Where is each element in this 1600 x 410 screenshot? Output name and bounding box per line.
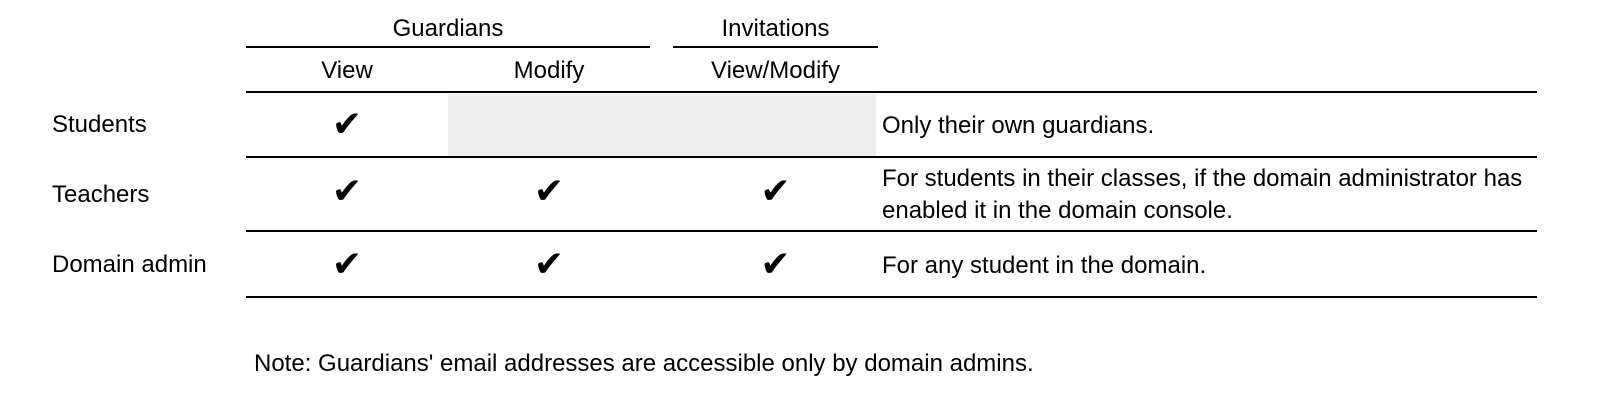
row-label-domain-admin: Domain admin [52,251,207,278]
checkmark-icon: ✔ [331,244,363,285]
table-rule-top [246,91,1537,94]
table-rule-after-students [246,156,1537,159]
checkmark-icon: ✔ [533,244,565,285]
table-rule-after-teachers [246,230,1537,233]
row-note-domain-admin: For any student in the domain. [882,252,1207,279]
table-rule-bottom [246,296,1537,299]
row-note-students: Only their own guardians. [882,112,1155,139]
column-header-modify: Modify [513,57,585,84]
empty-cell [448,105,650,145]
column-header-view: View [321,57,373,84]
row-note-teachers: For students in their classes, if the do… [882,165,1523,224]
column-group-header-invitations: Invitations [721,15,830,42]
guardians-group-underline [246,46,650,49]
checkmark-icon: ✔ [760,244,791,285]
checkmark-icon: ✔ [331,104,363,145]
checkmark-icon: ✔ [331,171,363,212]
students-no-access-shaded-region [448,93,876,156]
column-group-header-guardians: Guardians [392,15,504,42]
row-label-teachers: Teachers [52,181,150,208]
column-header-view-modify: View/Modify [711,57,840,84]
invitations-group-underline [673,46,878,49]
footnote: Note: Guardians' email addresses are acc… [254,350,1034,377]
row-label-students: Students [52,111,147,138]
empty-cell [673,105,878,145]
checkmark-icon: ✔ [760,171,791,212]
checkmark-icon: ✔ [533,171,565,212]
